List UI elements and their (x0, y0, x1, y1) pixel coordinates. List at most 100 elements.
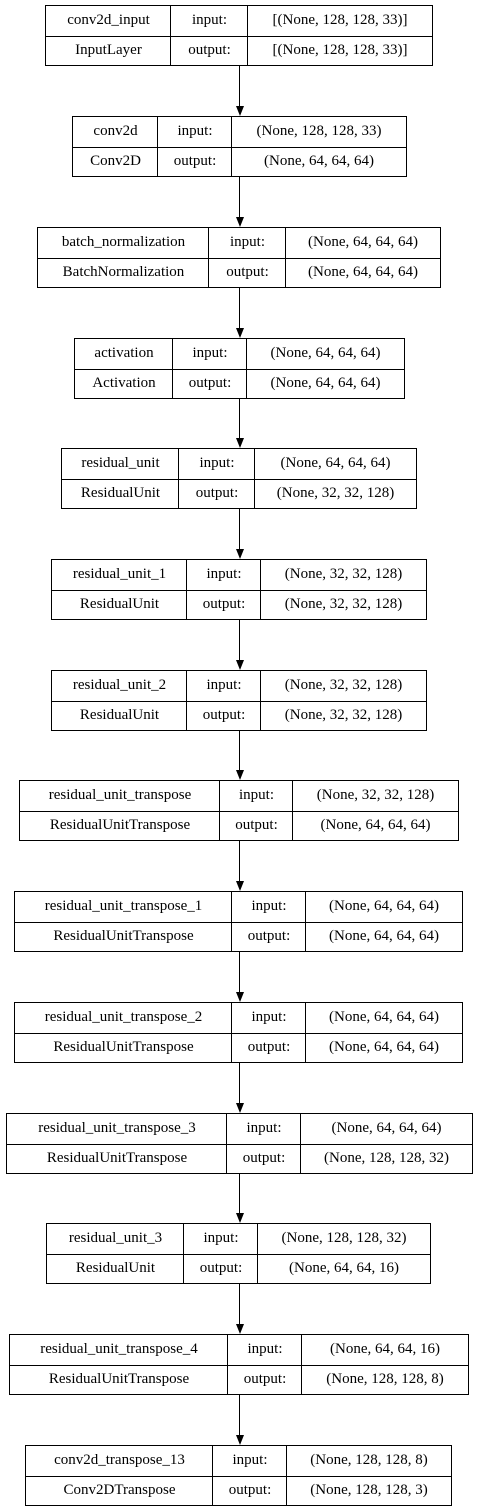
arrow-head-icon (235, 328, 244, 338)
column-divider (292, 781, 293, 840)
column-divider (301, 1335, 302, 1394)
layer-name: residual_unit_transpose_3 (38, 1119, 196, 1136)
output-shape: (None, 64, 64, 64) (308, 264, 418, 281)
layer-type: ResidualUnitTranspose (48, 1371, 190, 1388)
layer-name: residual_unit_1 (72, 565, 167, 582)
layer-node-conv2d-input: conv2d_input input: [(None, 128, 128, 33)]… (45, 5, 433, 66)
output-shape: [(None, 128, 128, 33)] (272, 42, 408, 59)
connector-edge (239, 288, 240, 328)
output-shape: (None, 128, 128, 8) (326, 1371, 444, 1388)
column-divider (285, 228, 286, 287)
input-shape: (None, 32, 32, 128) (284, 565, 403, 582)
output-label: output: (242, 1150, 286, 1167)
input-label: input: (246, 1119, 282, 1136)
layer-type: Activation (92, 375, 156, 392)
input-label: input: (251, 897, 287, 914)
column-divider (226, 1114, 227, 1173)
output-shape: (None, 64, 64, 64) (270, 375, 381, 392)
arrow-head-icon (235, 549, 244, 559)
output-label: output: (243, 1371, 287, 1388)
connector-edge (239, 66, 240, 106)
input-shape: (None, 64, 64, 64) (329, 1008, 439, 1025)
layer-type: ResidualUnitTranspose (46, 1150, 188, 1167)
row-divider (46, 35, 432, 37)
layer-node-residual-unit-transpose-3: residual_unit_transpose_3 input: (None, 64… (6, 1113, 473, 1174)
output-label: output: (195, 485, 239, 502)
layer-type: InputLayer (75, 42, 142, 59)
row-divider (52, 589, 426, 591)
arrow-head-icon (235, 881, 244, 891)
row-divider (75, 368, 404, 370)
input-shape: (None, 64, 64, 64) (270, 344, 381, 361)
connector-edge (239, 841, 240, 881)
row-divider (20, 810, 458, 812)
input-shape: (None, 128, 128, 8) (310, 1451, 428, 1468)
column-divider (286, 1446, 287, 1505)
layer-name: conv2d_input (67, 11, 150, 28)
column-divider (231, 892, 232, 951)
row-divider (47, 1253, 430, 1255)
output-shape: (None, 32, 32, 128) (284, 707, 403, 724)
output-shape: (None, 128, 128, 3) (310, 1482, 428, 1499)
layer-name: conv2d_transpose_13 (54, 1451, 185, 1468)
arrow-head-icon (235, 1324, 244, 1334)
column-divider (305, 1003, 306, 1062)
column-divider (260, 671, 261, 730)
output-shape: (None, 32, 32, 128) (284, 596, 403, 613)
output-shape: (None, 32, 32, 128) (276, 485, 395, 502)
output-shape: (None, 64, 64, 64) (320, 817, 431, 834)
column-divider (254, 449, 255, 508)
input-label: input: (251, 1008, 287, 1025)
output-shape: (None, 64, 64, 64) (264, 153, 374, 170)
layer-node-residual-unit-1: residual_unit_1 input: (None, 32, 32, 128)… (51, 559, 427, 620)
input-shape: (None, 32, 32, 128) (284, 676, 403, 693)
row-divider (7, 1143, 472, 1145)
column-divider (186, 560, 187, 619)
column-divider (246, 339, 247, 398)
output-label: output: (247, 928, 291, 945)
input-label: input: (238, 786, 274, 803)
input-label: input: (206, 565, 242, 582)
output-shape: (None, 64, 64, 64) (329, 928, 439, 945)
output-shape: (None, 64, 64, 16) (289, 1260, 399, 1277)
arrow-head-icon (235, 660, 244, 670)
layer-name: residual_unit_3 (68, 1229, 163, 1246)
row-divider (52, 700, 426, 702)
layer-type: BatchNormalization (62, 264, 185, 281)
output-label: output: (199, 1260, 243, 1277)
column-divider (305, 892, 306, 951)
output-label: output: (188, 42, 231, 59)
input-shape: (None, 64, 64, 64) (331, 1119, 442, 1136)
column-divider (247, 6, 248, 65)
row-divider (38, 257, 440, 259)
input-shape: (None, 64, 64, 64) (280, 454, 391, 471)
column-divider (212, 1446, 213, 1505)
input-shape: (None, 128, 128, 33) (256, 122, 382, 139)
arrow-head-icon (235, 992, 244, 1002)
input-label: input: (229, 233, 265, 250)
row-divider (15, 921, 462, 923)
layer-type: Conv2DTranspose (63, 1482, 176, 1499)
connector-edge (239, 1284, 240, 1324)
input-label: input: (247, 1340, 283, 1357)
layer-type: Conv2D (90, 153, 141, 170)
input-shape: (None, 64, 64, 64) (308, 233, 418, 250)
input-shape: (None, 64, 64, 16) (330, 1340, 440, 1357)
output-label: output: (247, 1039, 291, 1056)
output-shape: (None, 64, 64, 64) (329, 1039, 439, 1056)
column-divider (186, 671, 187, 730)
layer-name: residual_unit_transpose_4 (40, 1340, 198, 1357)
arrow-head-icon (235, 438, 244, 448)
column-divider (300, 1114, 301, 1173)
row-divider (26, 1475, 451, 1477)
output-label: output: (228, 1482, 272, 1499)
connector-edge (239, 731, 240, 770)
input-label: input: (191, 11, 227, 28)
layer-type: ResidualUnit (79, 707, 160, 724)
column-divider (231, 1003, 232, 1062)
